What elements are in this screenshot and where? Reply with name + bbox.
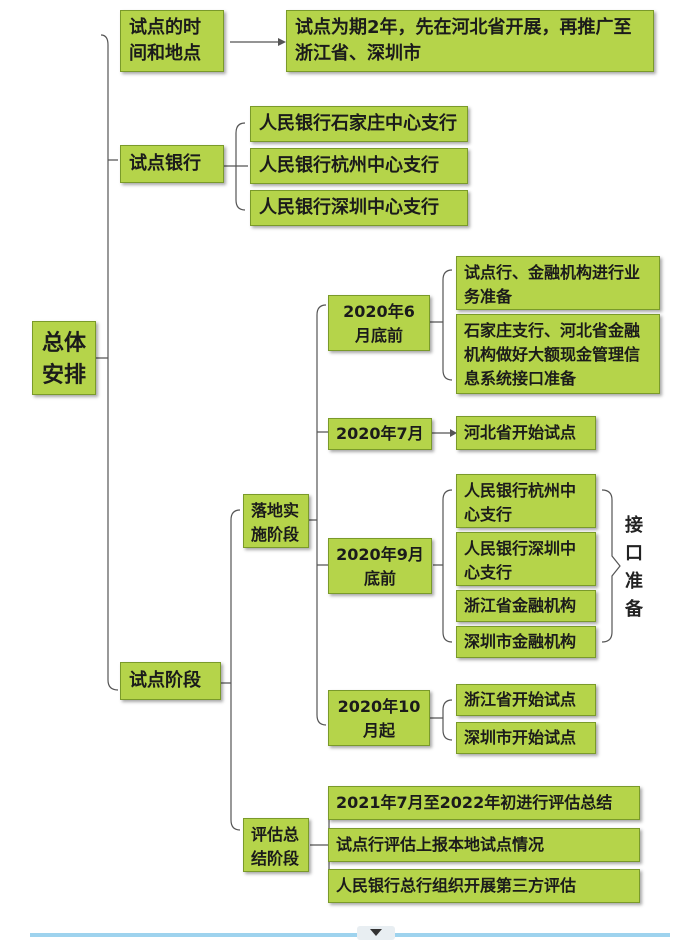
bank-item-label: 人民银行杭州中心支行 <box>259 155 439 176</box>
root-label: 总体安排 <box>41 331 86 388</box>
october-item: 浙江省开始试点 <box>456 684 596 716</box>
september-item-label: 深圳市金融机构 <box>464 632 577 651</box>
october-item: 深圳市开始试点 <box>456 722 596 754</box>
time-place-node: 试点的时间和地点 <box>120 10 224 72</box>
september-item-label: 人民银行深圳中心支行 <box>464 539 577 582</box>
october-node: 2020年10月起 <box>328 690 430 746</box>
interface-prep-note-text: 接口准备 <box>625 515 643 620</box>
evaluation-node: 评估总结阶段 <box>243 818 309 872</box>
time-place-detail: 试点为期2年，先在河北省开展，再推广至浙江省、深圳市 <box>286 10 654 72</box>
chevron-down-icon[interactable] <box>370 929 382 936</box>
evaluation-label: 评估总结阶段 <box>251 825 300 868</box>
june-node: 2020年6月底前 <box>328 295 430 351</box>
interface-prep-note: 接口准备 <box>621 512 647 624</box>
implementation-label: 落地实施阶段 <box>251 501 300 544</box>
june-item: 试点行、金融机构进行业务准备 <box>456 256 660 310</box>
september-label: 2020年9月底前 <box>336 545 424 588</box>
july-item: 河北省开始试点 <box>456 416 596 450</box>
september-node: 2020年9月底前 <box>328 538 432 594</box>
bank-item: 人民银行杭州中心支行 <box>250 148 468 184</box>
june-item-label: 试点行、金融机构进行业务准备 <box>464 263 641 306</box>
bank-item-label: 人民银行石家庄中心支行 <box>259 113 457 134</box>
october-label: 2020年10月起 <box>337 697 421 740</box>
evaluation-item: 试点行评估上报本地试点情况 <box>328 828 640 862</box>
bank-item: 人民银行石家庄中心支行 <box>250 106 468 142</box>
horizontal-scrollbar[interactable] <box>30 933 670 937</box>
evaluation-item-label: 2021年7月至2022年初进行评估总结 <box>336 793 613 812</box>
stages-label: 试点阶段 <box>129 670 201 691</box>
june-item: 石家庄支行、河北省金融机构做好大额现金管理信息系统接口准备 <box>456 314 660 394</box>
september-item-label: 浙江省金融机构 <box>464 596 577 615</box>
evaluation-item: 2021年7月至2022年初进行评估总结 <box>328 786 640 820</box>
july-label: 2020年7月 <box>336 424 424 443</box>
bank-item: 人民银行深圳中心支行 <box>250 190 468 226</box>
july-item-label: 河北省开始试点 <box>464 423 577 442</box>
stages-node: 试点阶段 <box>120 662 221 700</box>
implementation-node: 落地实施阶段 <box>243 494 309 548</box>
september-item: 人民银行杭州中心支行 <box>456 474 596 528</box>
time-place-detail-text: 试点为期2年，先在河北省开展，再推广至浙江省、深圳市 <box>295 17 632 64</box>
september-item: 人民银行深圳中心支行 <box>456 532 596 586</box>
evaluation-item-label: 人民银行总行组织开展第三方评估 <box>336 876 577 895</box>
september-item-label: 人民银行杭州中心支行 <box>464 481 577 524</box>
root-node: 总体安排 <box>32 321 96 395</box>
october-item-label: 浙江省开始试点 <box>464 690 577 709</box>
june-label: 2020年6月底前 <box>343 302 415 345</box>
banks-label: 试点银行 <box>129 153 201 174</box>
june-item-label: 石家庄支行、河北省金融机构做好大额现金管理信息系统接口准备 <box>464 321 641 388</box>
bank-item-label: 人民银行深圳中心支行 <box>259 197 439 218</box>
time-place-label: 试点的时间和地点 <box>129 17 201 64</box>
july-node: 2020年7月 <box>328 418 432 450</box>
september-item: 浙江省金融机构 <box>456 590 596 622</box>
banks-node: 试点银行 <box>120 145 224 183</box>
september-item: 深圳市金融机构 <box>456 626 596 658</box>
evaluation-item-label: 试点行评估上报本地试点情况 <box>336 835 545 854</box>
october-item-label: 深圳市开始试点 <box>464 728 577 747</box>
evaluation-item: 人民银行总行组织开展第三方评估 <box>328 869 640 903</box>
